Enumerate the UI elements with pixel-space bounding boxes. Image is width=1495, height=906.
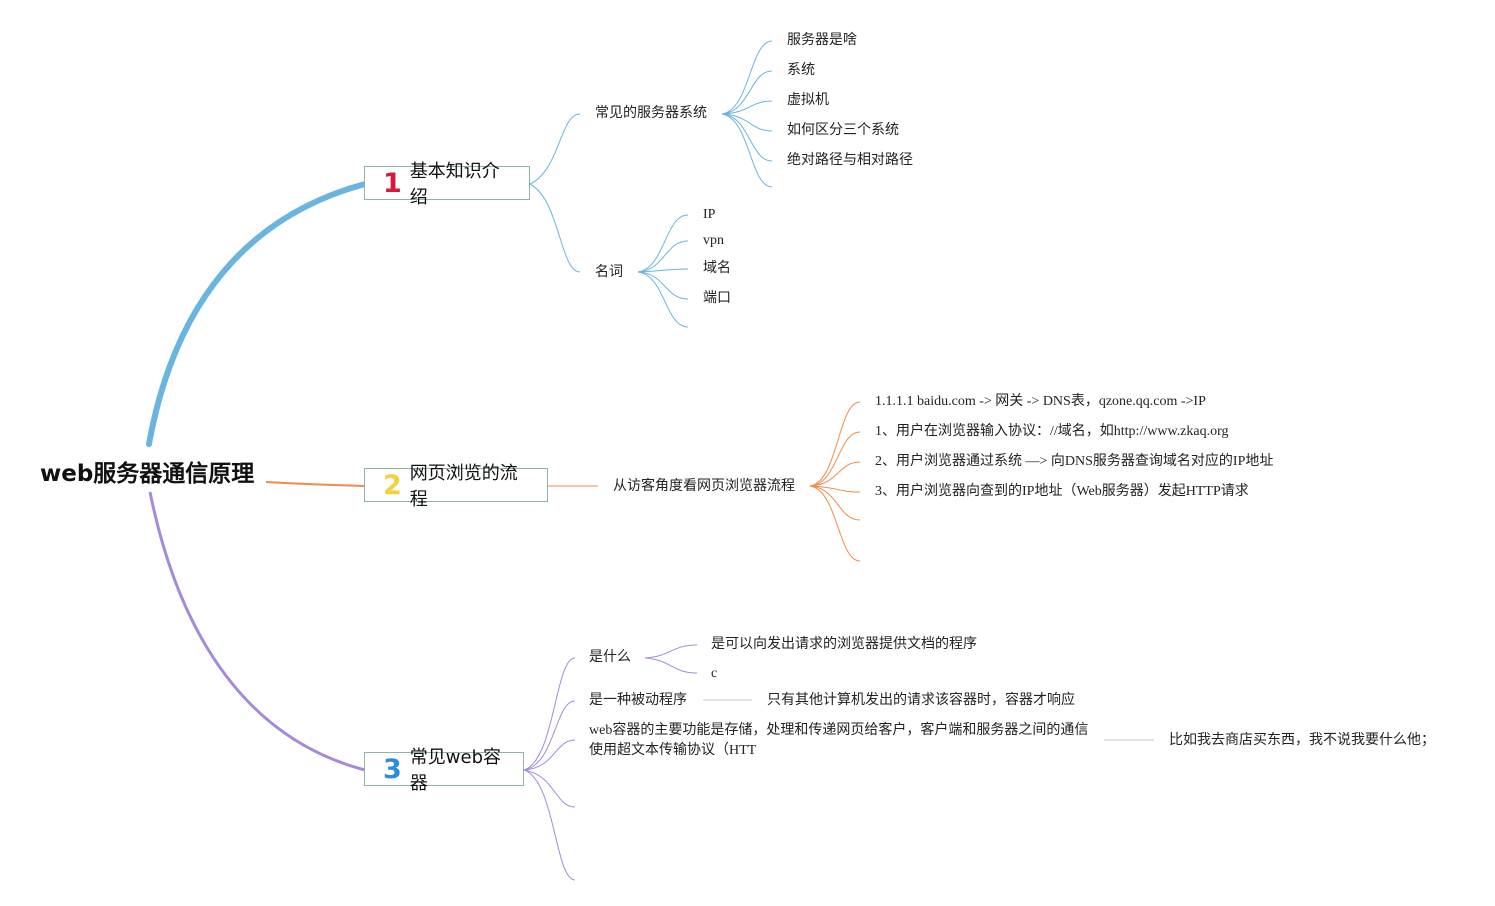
leaf-domain[interactable]: 域名 — [703, 261, 731, 276]
leaf-step-1[interactable]: 1、用户在浏览器输入协议：//域名，如http://www.zkaq.org — [875, 424, 1229, 439]
topic-2-number: 2 — [383, 469, 402, 501]
leaf-ip[interactable]: IP — [703, 207, 716, 222]
subtopic-terms[interactable]: 名词 — [595, 265, 623, 280]
leaf-shop-analogy[interactable]: 比如我去商店买东西，我不说我要什么他； — [1169, 733, 1435, 748]
topic-1-box[interactable]: 1 基本知识介绍 — [364, 161, 530, 208]
topic-3-connectors — [523, 644, 1154, 881]
subtopic-passive-program[interactable]: 是一种被动程序 — [589, 693, 687, 708]
topic-1-connectors — [529, 40, 773, 328]
leaf-virtual-machine[interactable]: 虚拟机 — [787, 93, 829, 108]
leaf-c[interactable]: c — [711, 666, 718, 681]
topic-3-box[interactable]: 3 常见web容器 — [364, 747, 524, 794]
topic-1-label: 基本知识介绍 — [409, 161, 500, 208]
topic-2-connectors — [548, 401, 861, 562]
branch-line-2 — [265, 481, 366, 487]
leaf-system[interactable]: 系统 — [787, 63, 815, 78]
subtopic-main-function[interactable]: web容器的主要功能是存储，处理和传递网页给客户，客户端和服务器之间的通信使用超… — [589, 723, 1089, 758]
leaf-absolute-relative-path[interactable]: 绝对路径与相对路径 — [787, 153, 913, 168]
leaf-responds-on-request[interactable]: 只有其他计算机发出的请求该容器时，容器才响应 — [767, 693, 1075, 708]
leaf-step-2[interactable]: 2、用户浏览器通过系统 —> 向DNS服务器查询域名对应的IP地址 — [875, 454, 1274, 469]
leaf-port[interactable]: 端口 — [703, 291, 731, 306]
leaf-vpn[interactable]: vpn — [703, 233, 724, 248]
subtopic-what-is[interactable]: 是什么 — [589, 650, 631, 665]
leaf-dns-example[interactable]: 1.1.1.1 baidu.com -> 网关 -> DNS表，qzone.qq… — [875, 394, 1206, 409]
branch-line-3 — [148, 491, 366, 772]
topic-2-box[interactable]: 2 网页浏览的流程 — [364, 463, 548, 510]
topic-2-label: 网页浏览的流程 — [409, 463, 518, 510]
subtopic-visitor-flow[interactable]: 从访客角度看网页浏览器流程 — [613, 479, 795, 494]
branch-line-1 — [146, 181, 368, 447]
root-topic[interactable]: web服务器通信原理 — [40, 461, 255, 487]
topic-3-number: 3 — [383, 753, 402, 785]
leaf-distinguish-systems[interactable]: 如何区分三个系统 — [787, 123, 899, 138]
topic-3-label: 常见web容器 — [409, 747, 502, 794]
leaf-step-3[interactable]: 3、用户浏览器向查到的IP地址（Web服务器）发起HTTP请求 — [875, 484, 1249, 499]
subtopic-server-systems[interactable]: 常见的服务器系统 — [595, 106, 707, 121]
leaf-what-is-server[interactable]: 服务器是啥 — [787, 33, 857, 48]
leaf-provides-documents[interactable]: 是可以向发出请求的浏览器提供文档的程序 — [711, 637, 977, 652]
topic-1-number: 1 — [383, 167, 402, 199]
